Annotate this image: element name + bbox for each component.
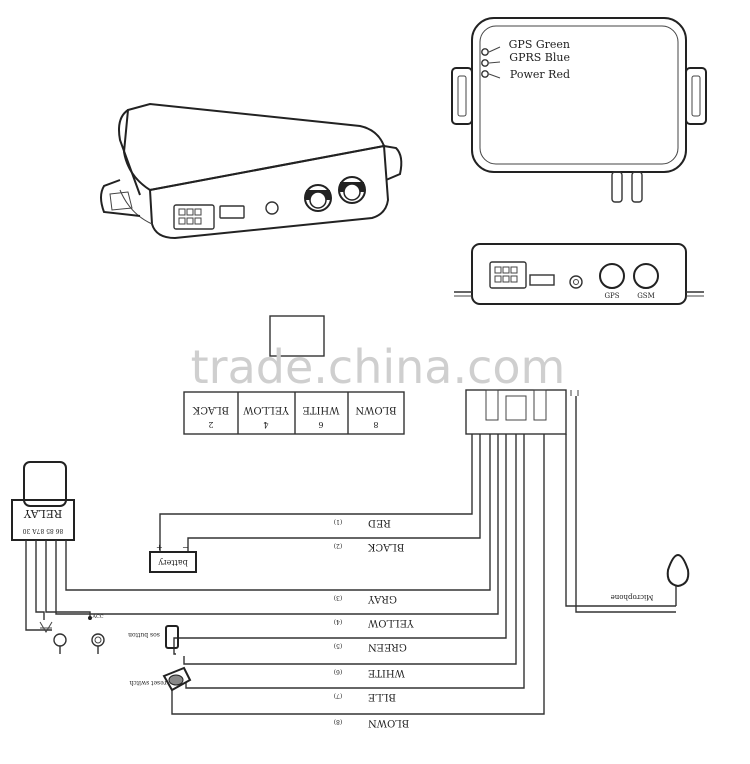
wire-pin: (1) (334, 518, 343, 525)
wire-labels: RED (1) BLACK (2) GRAY (3) YELLOW (4) GREEN (5) WH… (334, 517, 415, 728)
connector-legend: 2 BLACK 4 YELLOW 6 WHITE 8 BLOWN (183, 315, 405, 435)
led-label-gprs: GPRS Blue (509, 51, 570, 64)
battery-label: battery (158, 558, 188, 567)
wire-name: BLACK (367, 541, 404, 552)
conn-wire-black: BLACK (192, 404, 229, 415)
wire-label-green: GREEN (5) (334, 641, 407, 652)
led-label-gps: GPS Green (509, 38, 570, 51)
wire-pin: (2) (334, 542, 343, 549)
conn-pin-4: 4 (263, 420, 268, 429)
wire-pin: (6) (334, 668, 343, 675)
battery-plus: + (156, 543, 163, 552)
device-front-view: GPS GSM (454, 243, 704, 305)
port-label-gps: GPS (604, 292, 619, 300)
wire-name: RED (368, 517, 391, 528)
wire-name: BLLE (368, 691, 396, 702)
wire-pin: (8) (334, 718, 343, 725)
acc-label: ACC (91, 614, 103, 620)
device-3d-view (100, 102, 403, 240)
wire-name: GREEN (368, 641, 407, 652)
wire-label-yellow: YELLOW (4) (334, 617, 415, 628)
microphone-label: Microphone (611, 593, 654, 601)
port-label-gsm: GSM (637, 292, 655, 300)
battery: + − battery (149, 513, 330, 573)
wire-label-blle: BLLE (7) (334, 691, 396, 702)
conn-wire-blown: BLOWN (355, 404, 396, 415)
battery-minus: − (182, 543, 189, 552)
relay-pins: 86 85 87A 30 (23, 527, 64, 534)
wire-name: YELLOW (367, 617, 414, 628)
conn-wire-white: WHITE (303, 404, 340, 415)
wire-label-white: WHITE (6) (334, 667, 405, 678)
harness-plug (465, 389, 579, 435)
microphone: Microphone (611, 554, 690, 606)
reset-label: reset switch (129, 679, 166, 686)
relay: RELAY 86 85 87A 30 ACC (11, 461, 330, 654)
wire-bundle (330, 396, 676, 715)
wire-pin: (3) (334, 594, 343, 601)
conn-pin-8: 8 (373, 420, 378, 429)
reset-switch: reset switch (129, 666, 330, 715)
wire-label-black: BLACK (2) (334, 541, 405, 552)
relay-title: RELAY (23, 507, 62, 520)
wire-name: WHITE (368, 667, 405, 678)
wire-name: BLOWN (368, 717, 409, 728)
led-label-power: Power Red (510, 68, 570, 81)
wire-pin: (4) (334, 618, 343, 625)
wire-label-blown: BLOWN (8) (334, 717, 409, 728)
wire-label-gray: GRAY (3) (334, 593, 397, 604)
wire-pin: (5) (334, 642, 343, 649)
watermark: trade.china.com (191, 340, 566, 394)
sos-button: sos button (128, 625, 330, 665)
conn-pin-2: 2 (208, 420, 213, 429)
wire-name: GRAY (368, 593, 397, 604)
sos-label: sos button (128, 631, 160, 638)
wire-pin: (7) (334, 692, 343, 699)
wire-label-red: RED (1) (334, 517, 391, 528)
conn-pin-6: 6 (318, 420, 323, 429)
device-top-view: GPS Green GPRS Blue Power Red (451, 17, 707, 203)
conn-wire-yellow: YELLOW (242, 404, 289, 415)
